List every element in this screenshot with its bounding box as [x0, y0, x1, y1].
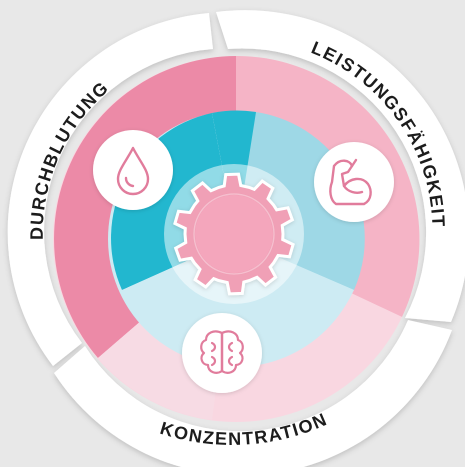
gear-icon [164, 164, 304, 304]
badge-leistung [314, 142, 394, 222]
badge-konzentration [182, 313, 262, 393]
outer-ring-leistung [216, 10, 465, 322]
outer-ring-konzentration [54, 320, 452, 467]
outer-ring-durchblutung [7, 13, 213, 366]
outer-ring [7, 10, 465, 467]
water-drop-icon [116, 146, 150, 196]
badge-durchblutung [93, 130, 173, 210]
brain-icon [200, 330, 244, 374]
flexed-arm-icon [329, 158, 372, 206]
